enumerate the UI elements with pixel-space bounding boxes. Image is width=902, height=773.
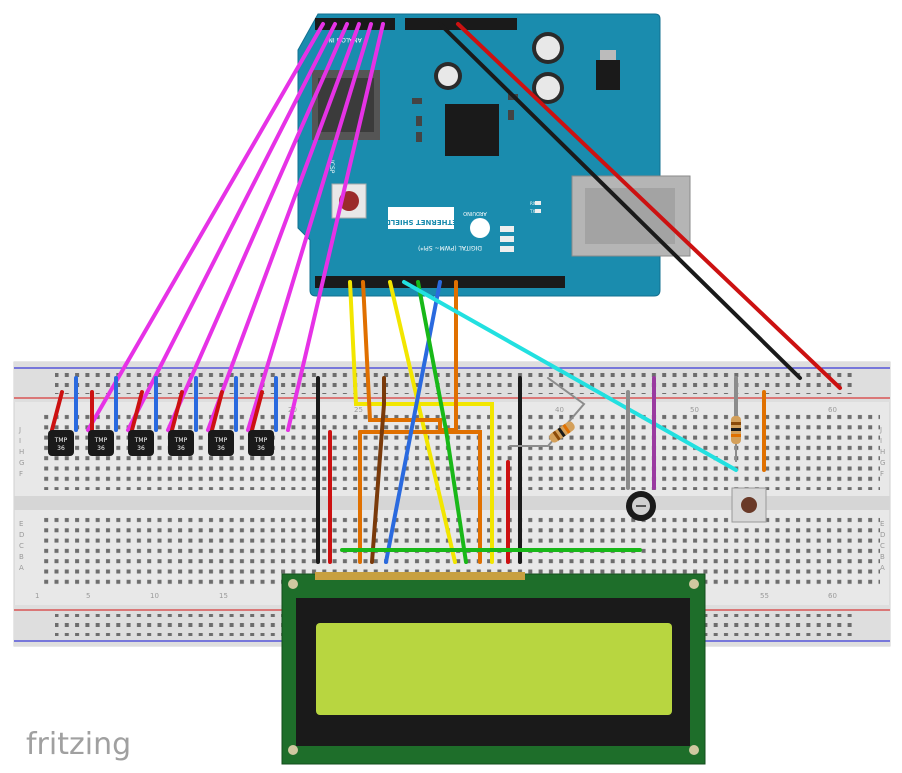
lcd-pin-header xyxy=(315,572,525,580)
lcd-module xyxy=(281,572,706,765)
row-letter: J xyxy=(879,426,882,434)
tmp36-sensor: TMP 36 xyxy=(88,430,114,456)
lcd-screen xyxy=(316,623,672,715)
resistor-icon xyxy=(549,421,575,443)
analog-wire-a0 xyxy=(286,22,385,432)
digital-label: DIGITAL (PWM~ SPI*) xyxy=(418,244,482,251)
column-number: 60 xyxy=(828,406,837,414)
column-number: 15 xyxy=(219,592,228,600)
svg-text:36: 36 xyxy=(257,445,265,452)
row-letter: D xyxy=(880,531,885,539)
gnd-wire xyxy=(438,22,802,380)
components xyxy=(549,416,767,523)
row-letter: B xyxy=(19,553,24,561)
svg-text:TMP: TMP xyxy=(254,437,268,444)
voltage-regulator xyxy=(596,60,620,90)
svg-text:36: 36 xyxy=(177,445,185,452)
tmp36-sensor: TMP 36 xyxy=(208,430,234,456)
shield-maker: ARDUINO xyxy=(463,210,487,216)
row-letter: A xyxy=(880,564,885,572)
row-letter: G xyxy=(880,459,885,467)
row-letter: F xyxy=(19,470,23,478)
row-letter: E xyxy=(19,520,23,528)
analog-wire-a1 xyxy=(246,22,373,432)
column-number: 60 xyxy=(828,592,837,600)
row-letter: J xyxy=(18,426,21,434)
column-number: 25 xyxy=(354,406,363,414)
wires xyxy=(50,22,842,564)
row-letters: J I H G F E D C B A J I H G F E D C B A xyxy=(18,426,885,572)
tmp36-sensor: TMP 36 xyxy=(248,430,274,456)
resistor-icon xyxy=(731,416,741,444)
row-letter: H xyxy=(880,448,885,456)
row-letter: I xyxy=(880,437,882,445)
led-label: TX xyxy=(529,209,535,214)
column-number: 40 xyxy=(555,406,564,414)
column-number: 50 xyxy=(690,406,699,414)
shield-title: ETHERNET SHIELD xyxy=(385,218,457,226)
5v-wire xyxy=(456,22,842,390)
tmp36-sensor: TMP 36 xyxy=(48,430,74,456)
analog-wire-a2 xyxy=(206,22,361,432)
analog-wire-a4 xyxy=(126,22,337,432)
row-letter: A xyxy=(19,564,24,572)
row-letter: G xyxy=(19,459,24,467)
svg-text:36: 36 xyxy=(217,445,225,452)
analog-wire-a5 xyxy=(86,22,325,432)
tmp36-sensor: TMP 36 xyxy=(168,430,194,456)
row-letter: B xyxy=(880,553,885,561)
column-number: 5 xyxy=(86,592,90,600)
row-letter: D xyxy=(19,531,24,539)
led-label: RX xyxy=(530,201,536,206)
svg-text:36: 36 xyxy=(137,445,145,452)
column-number: 1 xyxy=(35,592,39,600)
column-number: 10 xyxy=(150,592,159,600)
svg-text:TMP: TMP xyxy=(134,437,148,444)
row-letter: I xyxy=(19,437,21,445)
mount-hole-icon xyxy=(689,579,699,589)
analog-wire-a3 xyxy=(166,22,349,432)
column-number: 55 xyxy=(760,592,769,600)
svg-text:TMP: TMP xyxy=(174,437,188,444)
icsp-label: ICSP xyxy=(328,160,335,174)
mount-hole-icon xyxy=(689,745,699,755)
row-letter: F xyxy=(880,470,884,478)
row-letter: C xyxy=(880,542,885,550)
shield-label-box xyxy=(388,207,454,229)
w5100-chip xyxy=(445,104,499,156)
tmp36-sensor: TMP 36 xyxy=(128,430,154,456)
power-header xyxy=(405,18,517,30)
led-tx xyxy=(535,209,541,213)
svg-text:TMP: TMP xyxy=(214,437,228,444)
svg-text:TMP: TMP xyxy=(94,437,108,444)
push-button-icon xyxy=(731,487,767,523)
tmp36-sensors: TMP 36 TMP 36 TMP 36 TMP 36 TMP 36 TMP 3… xyxy=(48,430,274,456)
row-letter: C xyxy=(19,542,24,550)
fritzing-watermark: fritzing xyxy=(26,727,131,762)
arduino-logo-icon xyxy=(470,218,490,238)
row-letter: H xyxy=(19,448,24,456)
svg-text:TMP: TMP xyxy=(54,437,68,444)
mount-hole-icon xyxy=(288,745,298,755)
row-letter: E xyxy=(880,520,884,528)
potentiometer-icon xyxy=(626,491,656,521)
mount-hole-icon xyxy=(288,579,298,589)
analog-label: ANALOG IN xyxy=(328,36,361,43)
svg-text:36: 36 xyxy=(97,445,105,452)
led-rx xyxy=(535,201,541,205)
ethernet-shield: ETHERNET SHIELD ARDUINO DIGITAL (PWM~ SP… xyxy=(297,13,691,297)
svg-text:36: 36 xyxy=(57,445,65,452)
